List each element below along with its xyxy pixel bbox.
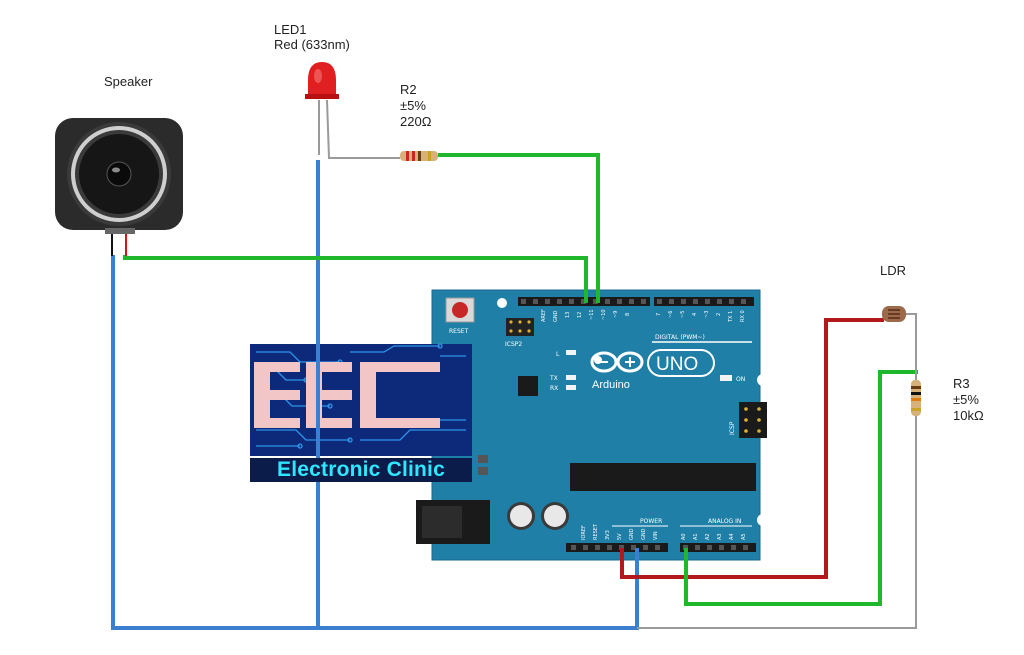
- pin-0-label: RX 0: [740, 310, 746, 322]
- icsp-header: [739, 402, 767, 438]
- r3-tolerance-label: ±5%: [953, 392, 979, 407]
- pin-ioref-label: IOREF: [581, 525, 587, 540]
- icsp2-header: [506, 318, 534, 336]
- pin-reset-label: RESET: [593, 523, 599, 540]
- pin-3-label: ~3: [704, 311, 710, 318]
- regulator: [478, 467, 488, 475]
- power-label: POWER: [640, 518, 662, 525]
- tx-led-label: TX: [549, 375, 558, 382]
- ldr-sensor: [882, 306, 906, 322]
- led1-color-label: Red (633nm): [274, 37, 350, 52]
- led-lead: [326, 99, 400, 159]
- led-signal-wire: [438, 153, 600, 303]
- pin-a0-label: A0: [681, 533, 687, 540]
- electronic-clinic-logo: [250, 343, 472, 456]
- led1-label: LED1: [274, 22, 307, 37]
- pin-4-label: 4: [692, 313, 698, 316]
- pin-vin-label: VIN: [653, 531, 659, 540]
- icsp-label: ICSP: [729, 421, 736, 435]
- on-led-label: ON: [736, 376, 745, 383]
- pin-a4-label: A4: [729, 533, 735, 540]
- regulator: [478, 455, 488, 463]
- tx-led: [566, 375, 576, 380]
- pin-2-label: 2: [716, 313, 722, 316]
- mounting-hole: [497, 298, 507, 308]
- arduino-uno-board: RESET ICSP2 AREF GND 13 12 ~11 ~10 ~9 8 …: [416, 289, 769, 561]
- pin-5v-label: 5V: [617, 533, 623, 540]
- pin-a2-label: A2: [705, 533, 711, 540]
- analog-header: [680, 543, 756, 552]
- speaker-signal-wire: [123, 255, 588, 303]
- pin-8-label: 8: [625, 313, 631, 316]
- pin-1-label: TX 1: [728, 311, 734, 323]
- rx-led-label: RX: [550, 385, 558, 392]
- digital-header-right: [654, 297, 754, 306]
- pin-5-label: ~5: [680, 311, 686, 318]
- r2-value-label: 220Ω: [400, 114, 432, 129]
- pin-6-label: ~6: [668, 311, 674, 318]
- arduino-logo: UNO Arduino: [590, 349, 715, 391]
- pin-a1-label: A1: [693, 533, 699, 540]
- atmega-chip: [570, 463, 756, 491]
- ldr-5v-wire: [620, 318, 884, 579]
- r3-ground-wire: [637, 416, 917, 629]
- resistor-r3: [911, 380, 921, 416]
- r2-tolerance-label: ±5%: [400, 98, 426, 113]
- analog-a0-wire: [684, 370, 918, 606]
- electronic-clinic-brand: Electronic Clinic: [250, 458, 472, 482]
- pin-10-label: ~10: [601, 309, 607, 320]
- pin-7-label: 7: [656, 313, 662, 316]
- pin-gnd2-label: GND: [641, 528, 647, 540]
- red-led: [305, 62, 339, 99]
- pin-a5-label: A5: [741, 533, 747, 540]
- uno-model-text: UNO: [656, 354, 698, 375]
- ldr-lead: [904, 313, 917, 380]
- ground-wire: [111, 255, 639, 630]
- pin-9-label: ~9: [613, 311, 619, 318]
- reset-button-cap[interactable]: [452, 302, 468, 318]
- pin-13-label: 13: [565, 312, 571, 318]
- pin-gnd-label: GND: [553, 310, 559, 322]
- pin-12-label: 12: [577, 312, 583, 318]
- pin-a3-label: A3: [717, 533, 723, 540]
- analog-in-label: ANALOG IN: [708, 518, 741, 525]
- on-led: [720, 375, 732, 381]
- reset-label: RESET: [449, 328, 469, 335]
- arduino-logo-text: Arduino: [592, 379, 630, 391]
- speaker-label: Speaker: [104, 74, 153, 89]
- r3-label: R3: [953, 376, 970, 391]
- r3-value-label: 10kΩ: [953, 408, 984, 423]
- usb-chip: [518, 376, 538, 396]
- l-led: [566, 350, 576, 355]
- mounting-hole: [757, 374, 769, 386]
- power-header: [566, 543, 668, 552]
- pin-11-label: ~11: [589, 309, 595, 320]
- wires: [111, 99, 918, 630]
- mounting-hole: [757, 514, 769, 526]
- pin-gnd1-label: GND: [629, 528, 635, 540]
- icsp2-label: ICSP2: [505, 341, 522, 348]
- rx-led: [566, 385, 576, 390]
- pin-aref-label: AREF: [541, 309, 547, 322]
- l-led-label: L: [556, 351, 560, 358]
- ldr-label: LDR: [880, 263, 907, 278]
- speaker: [55, 118, 183, 256]
- r2-label: R2: [400, 82, 417, 97]
- digital-label: DIGITAL (PWM~): [655, 334, 705, 341]
- pin-3v3-label: 3V3: [605, 530, 611, 540]
- resistor-r2: [400, 151, 438, 161]
